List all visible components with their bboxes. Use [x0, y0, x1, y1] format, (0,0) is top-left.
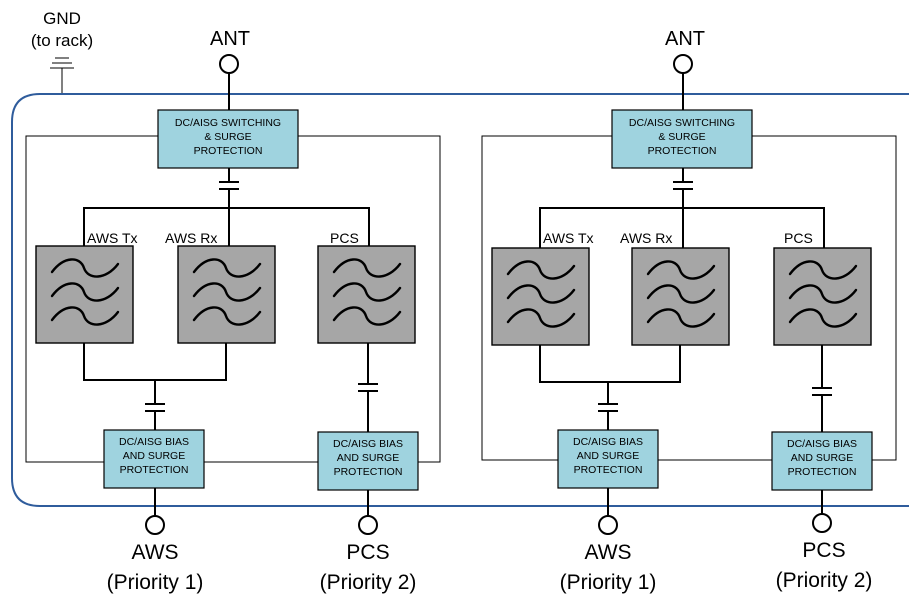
port-priority-aws: (Priority 1): [107, 571, 204, 594]
svg-text:AND SURGE: AND SURGE: [577, 450, 639, 462]
aws-port-icon[interactable]: [598, 515, 618, 535]
antenna-port-icon[interactable]: [219, 54, 239, 74]
enclosure-outline: [11, 93, 909, 507]
svg-text:AND SURGE: AND SURGE: [791, 452, 853, 464]
bias-protection-box-pcs: DC/AISG BIAS AND SURGE PROTECTION: [317, 431, 419, 491]
svg-text:PROTECTION: PROTECTION: [788, 466, 857, 478]
aws-port-icon[interactable]: [145, 515, 165, 535]
antenna-label: ANT: [665, 28, 705, 50]
bias-protection-box-aws: DC/AISG BIAS AND SURGE PROTECTION: [557, 429, 659, 489]
bandpass-filter-icon: [35, 245, 134, 344]
svg-text:& SURGE: & SURGE: [658, 131, 705, 143]
switching-protection-box: DC/AISG SWITCHING & SURGE PROTECTION: [157, 109, 299, 169]
unit-right: ANT DC/AISG SWITCHING & SURGE PROTECTION…: [481, 28, 897, 594]
svg-text:PROTECTION: PROTECTION: [334, 466, 403, 478]
svg-text:DC/AISG SWITCHING: DC/AISG SWITCHING: [629, 117, 735, 129]
capacitor-icon: [812, 387, 832, 432]
bandpass-filter-icon: [177, 245, 276, 344]
ground-label-line2: (to rack): [31, 31, 93, 50]
svg-text:& SURGE: & SURGE: [204, 131, 251, 143]
svg-text:AND SURGE: AND SURGE: [123, 450, 185, 462]
bandpass-filter-icon: [491, 247, 590, 346]
pcs-port-icon[interactable]: [812, 513, 832, 533]
svg-text:PROTECTION: PROTECTION: [574, 464, 643, 476]
svg-text:AND SURGE: AND SURGE: [337, 452, 399, 464]
svg-text:PROTECTION: PROTECTION: [194, 145, 263, 157]
svg-text:PROTECTION: PROTECTION: [648, 145, 717, 157]
ground-connection: GND (to rack): [31, 9, 93, 94]
svg-text:DC/AISG BIAS: DC/AISG BIAS: [333, 438, 403, 450]
bias-protection-box-pcs: DC/AISG BIAS AND SURGE PROTECTION: [771, 431, 873, 491]
bandpass-filter-icon: [773, 247, 872, 346]
antenna-label: ANT: [210, 28, 250, 50]
antenna-port-icon[interactable]: [673, 54, 693, 74]
bandpass-filter-icon: [317, 245, 416, 344]
svg-text:DC/AISG BIAS: DC/AISG BIAS: [119, 436, 189, 448]
capacitor-icon: [145, 403, 165, 430]
capacitor-icon: [673, 168, 693, 208]
svg-text:DC/AISG BIAS: DC/AISG BIAS: [787, 438, 857, 450]
capacitor-icon: [598, 403, 618, 430]
svg-text:DC/AISG BIAS: DC/AISG BIAS: [573, 436, 643, 448]
ground-icon: [50, 57, 74, 94]
filter-label-aws-tx: AWS Tx: [543, 230, 594, 246]
port-name-aws: AWS: [131, 541, 178, 564]
capacitor-icon: [358, 383, 378, 432]
filter-label-aws-rx: AWS Rx: [620, 230, 672, 246]
port-priority-pcs: (Priority 2): [320, 571, 417, 594]
port-priority-aws: (Priority 1): [560, 571, 657, 594]
svg-text:DC/AISG SWITCHING: DC/AISG SWITCHING: [175, 117, 281, 129]
ground-label-line1: GND: [43, 9, 81, 28]
filter-label-pcs: PCS: [784, 230, 813, 246]
filter-label-pcs: PCS: [330, 230, 359, 246]
port-name-pcs: PCS: [802, 539, 845, 562]
bandpass-filter-icon: [631, 247, 730, 346]
unit-left: ANT DC/AISG SWITCHING & SURGE PROTECTION…: [25, 28, 441, 594]
pcs-port-icon[interactable]: [358, 515, 378, 535]
capacitor-icon: [219, 168, 239, 208]
filter-label-aws-rx: AWS Rx: [165, 230, 217, 246]
switching-protection-box: DC/AISG SWITCHING & SURGE PROTECTION: [611, 109, 753, 169]
port-priority-pcs: (Priority 2): [776, 569, 873, 592]
port-name-pcs: PCS: [346, 541, 389, 564]
bias-protection-box-aws: DC/AISG BIAS AND SURGE PROTECTION: [103, 429, 205, 489]
filter-label-aws-tx: AWS Tx: [87, 230, 138, 246]
svg-text:PROTECTION: PROTECTION: [120, 464, 189, 476]
port-name-aws: AWS: [584, 541, 631, 564]
